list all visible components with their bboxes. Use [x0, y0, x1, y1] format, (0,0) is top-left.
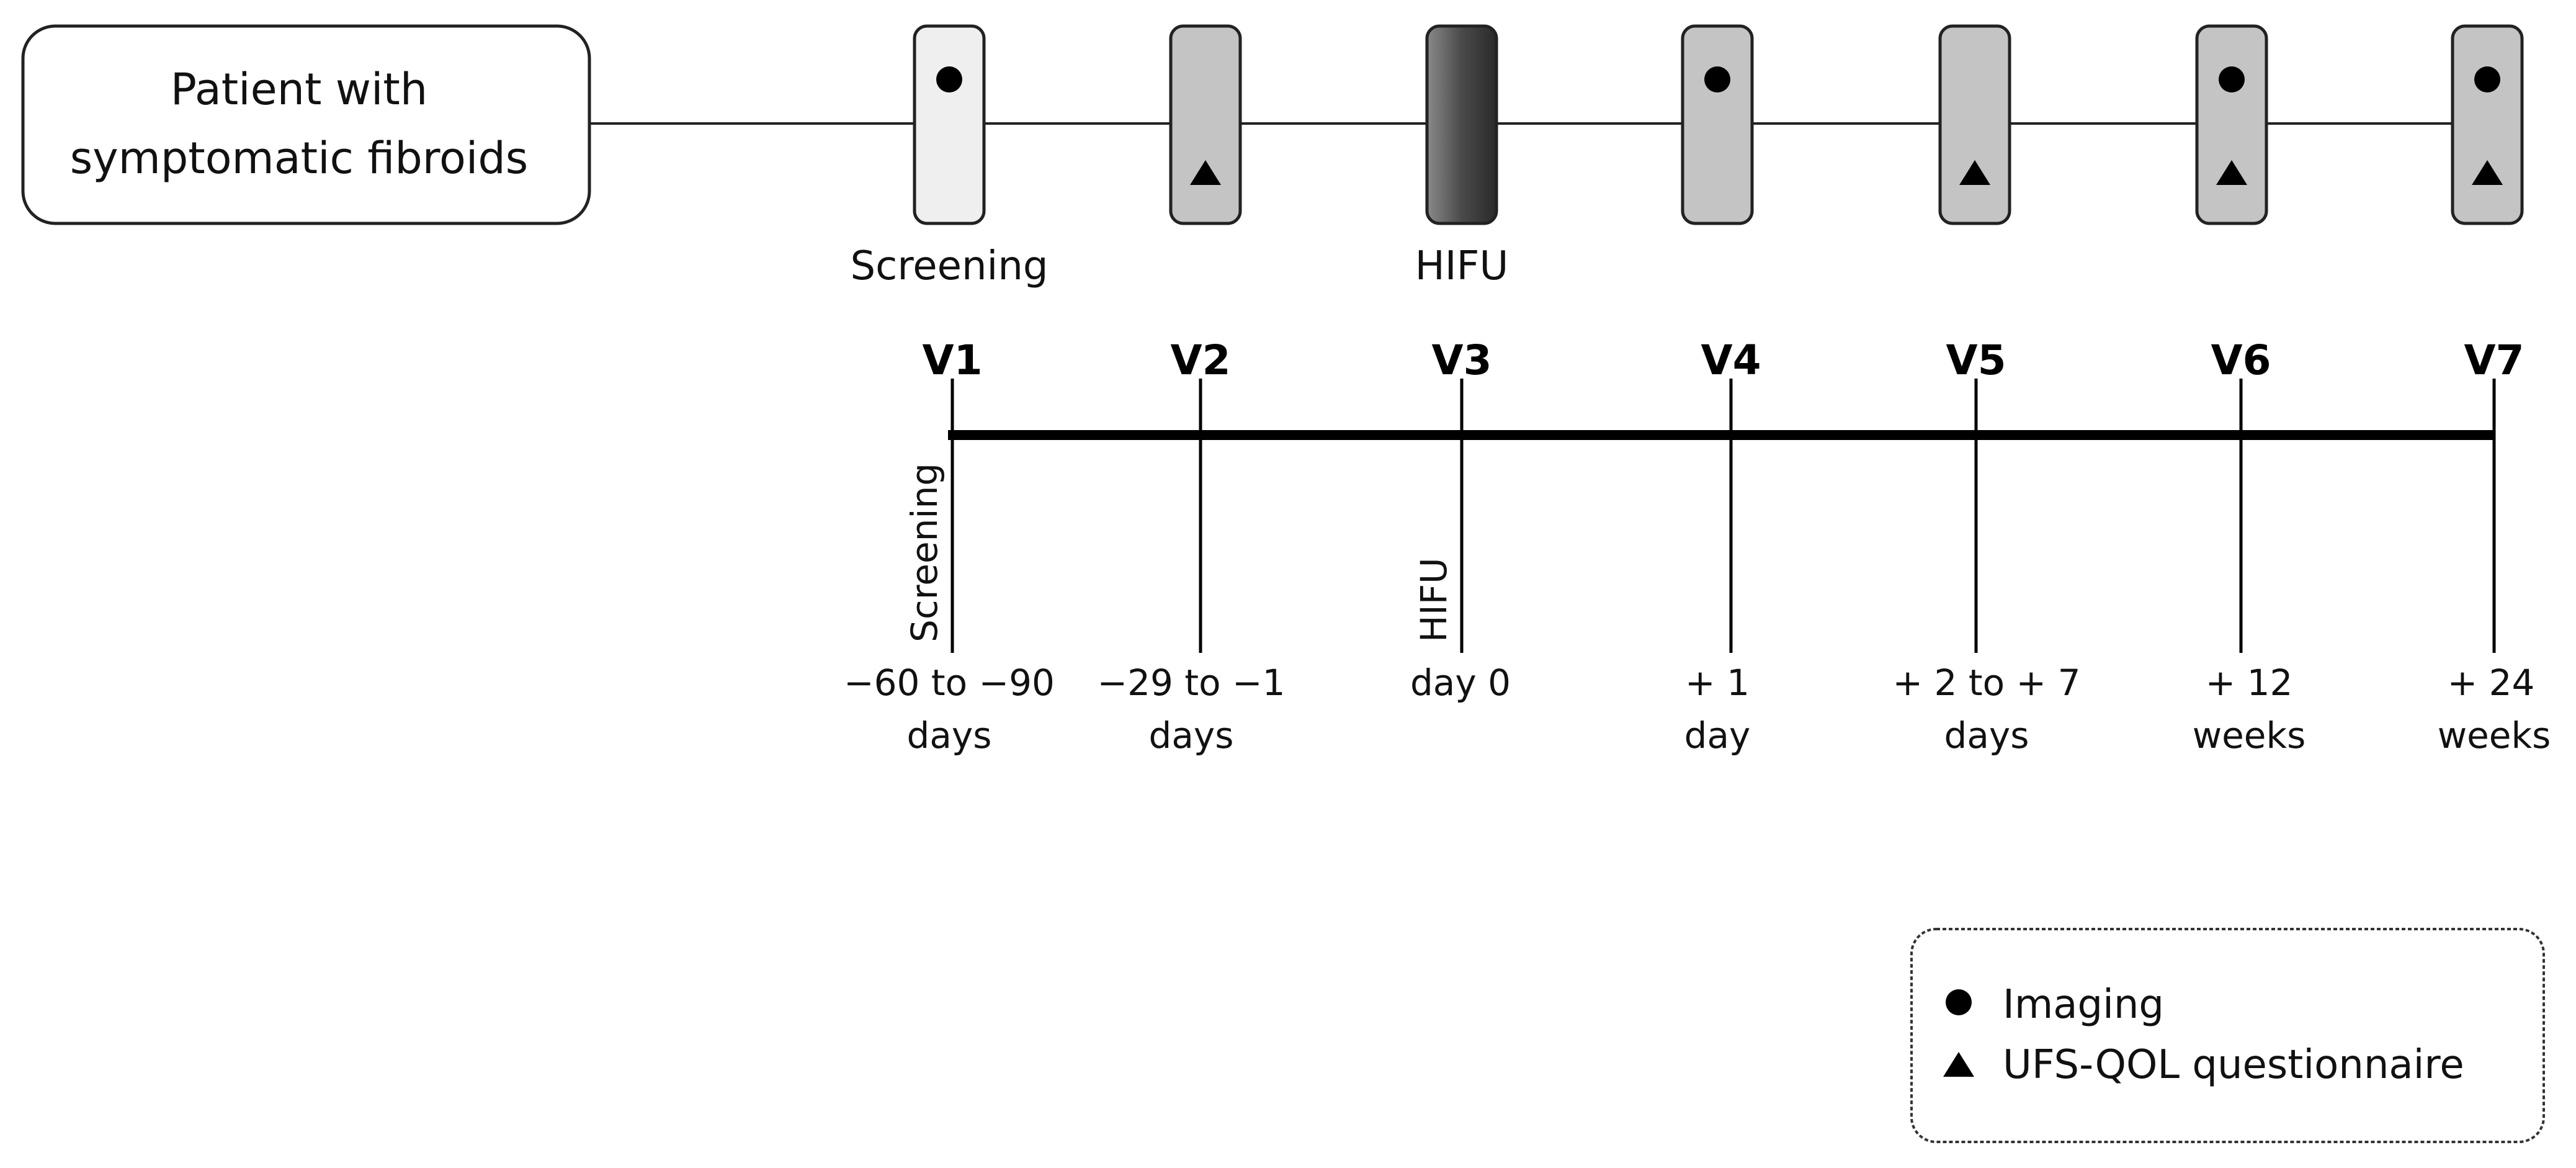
time-label-v7-line1: + 24: [2448, 662, 2535, 704]
visit-label-v4: V4: [1701, 336, 1761, 384]
questionnaire-triangle-icon: [1190, 160, 1221, 185]
visit-box-v7: [2451, 24, 2524, 225]
imaging-circle-icon: [2474, 66, 2500, 92]
visit-box-v3: [1425, 24, 1498, 225]
questionnaire-triangle-icon: [1959, 160, 1990, 185]
visit-box-v5: [1938, 24, 2011, 225]
visit-box-v4: [1681, 24, 1754, 225]
time-label-v1-line2: days: [907, 714, 992, 757]
time-label-v3-line1: day 0: [1410, 662, 1511, 704]
legend-imaging-label: Imaging: [2003, 982, 2164, 1028]
time-label-v4-line2: day: [1684, 714, 1751, 757]
time-label-v7-line2: weeks: [2438, 714, 2551, 757]
visit-label-v2: V2: [1170, 336, 1230, 384]
filled-triangle-icon: [1943, 1052, 1974, 1077]
legend-questionnaire-label: UFS-QOL questionnaire: [2003, 1042, 2464, 1088]
time-label-v6-line1: + 12: [2206, 662, 2293, 704]
time-label-v2-line2: days: [1149, 714, 1234, 757]
patient-box: [21, 24, 591, 225]
patient-box-line1: Patient with: [171, 64, 428, 115]
visit-box-v2: [1169, 24, 1242, 225]
visit-label-v5: V5: [1946, 336, 2006, 384]
legend-box: [1910, 928, 2545, 1143]
time-label-v5-line1: + 2 to + 7: [1893, 662, 2081, 704]
questionnaire-triangle-icon: [2472, 160, 2503, 185]
imaging-circle-icon: [1704, 66, 1730, 92]
vertical-label-v3: HIFU: [1413, 557, 1455, 642]
time-label-v6-line2: weeks: [2193, 714, 2306, 757]
imaging-circle-icon: [2219, 66, 2245, 92]
visit-label-v3: V3: [1431, 336, 1491, 384]
visit-caption-v1: Screening: [851, 243, 1049, 289]
visit-label-v1: V1: [922, 336, 982, 384]
imaging-circle-icon: [936, 66, 962, 92]
time-label-v2-line1: −29 to −1: [1098, 662, 1286, 704]
vertical-label-v1: Screening: [903, 463, 946, 642]
visit-box-v1: [913, 24, 986, 225]
patient-box-line2: symptomatic fibroids: [70, 133, 528, 184]
visit-flow: Screening HIFU: [851, 24, 2524, 289]
visit-label-v6: V6: [2211, 336, 2271, 384]
time-label-v5-line2: days: [1944, 714, 2029, 757]
visit-box-v6: [2195, 24, 2268, 225]
time-label-v4-line1: + 1: [1685, 662, 1750, 704]
questionnaire-triangle-icon: [2216, 160, 2247, 185]
time-label-v1-line1: −60 to −90: [844, 662, 1055, 704]
filled-circle-icon: [1946, 989, 1972, 1015]
visit-caption-v3: HIFU: [1415, 243, 1509, 289]
visit-label-v7: V7: [2464, 336, 2524, 384]
